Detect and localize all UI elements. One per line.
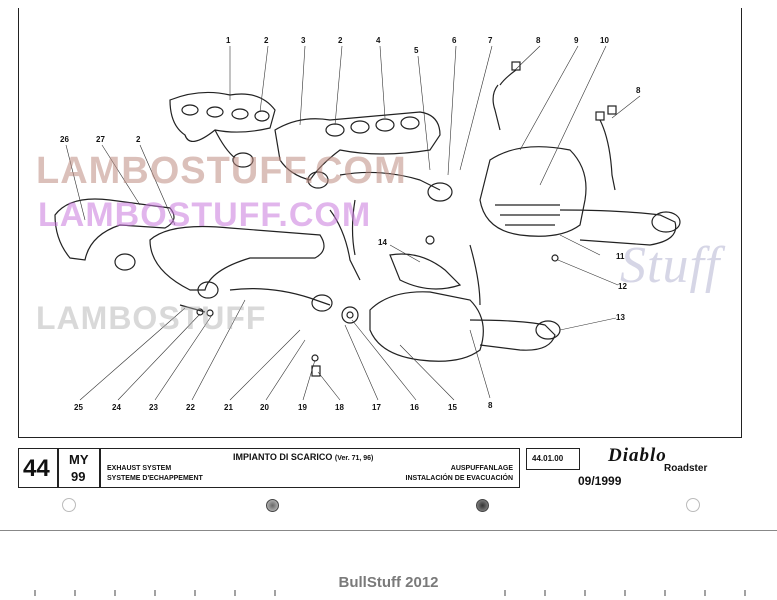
watermark-text: LAMBOSTUFF.COM <box>38 196 372 234</box>
callout: 15 <box>448 403 457 412</box>
footer-credit: BullStuff 2012 <box>338 574 439 591</box>
callout: 27 <box>96 135 105 144</box>
model-year-label: MY <box>69 452 89 467</box>
callout: 22 <box>186 403 195 412</box>
punch-hole <box>686 498 700 512</box>
callout: 8 <box>636 86 641 95</box>
code-box: 44.01.00 <box>526 448 580 470</box>
page-number: 44 <box>23 455 50 482</box>
callout: 17 <box>372 403 381 412</box>
model-year: 99 <box>71 469 86 484</box>
exhaust-system-diagram <box>54 45 681 401</box>
title-italian: IMPIANTO DI SCARICO (Ver. 71, 96) <box>233 452 373 462</box>
callout: 2 <box>338 36 343 45</box>
title-german: AUSPUFFANLAGE <box>450 465 513 472</box>
callout: 11 <box>616 252 625 261</box>
callout: 12 <box>618 282 627 291</box>
punch-hole <box>476 499 489 512</box>
title-spanish: INSTALACIÓN DE EVACUACIÓN <box>405 475 513 482</box>
callout: 23 <box>149 403 158 412</box>
scan-edge-marks <box>34 590 746 596</box>
exhaust-manifold-right <box>274 111 441 181</box>
callout: 2 <box>136 135 141 144</box>
callout: 8 <box>536 36 541 45</box>
brand-sub: Roadster <box>664 463 708 474</box>
callout: 7 <box>488 36 493 45</box>
section-code: 44.01.00 <box>532 454 564 463</box>
exhaust-manifold-left <box>169 91 276 142</box>
model-year-box: MY 99 <box>58 448 100 488</box>
brand-logo: Diablo <box>608 445 667 466</box>
title-french: SYSTEME D'ECHAPPEMENT <box>107 475 203 482</box>
exhaust-pipe-middle <box>149 225 325 291</box>
callout: 9 <box>574 36 579 45</box>
title-english: EXHAUST SYSTEM <box>107 465 172 472</box>
callout: 16 <box>410 403 419 412</box>
divider <box>0 530 777 531</box>
callout: 14 <box>378 238 387 247</box>
title-box: IMPIANTO DI SCARICO (Ver. 71, 96) EXHAUS… <box>100 448 520 488</box>
callout: 6 <box>452 36 457 45</box>
callout: 10 <box>600 36 609 45</box>
title-it: IMPIANTO DI SCARICO <box>233 452 333 462</box>
drawing-frame <box>18 8 742 438</box>
watermark-text: LAMBOSTUFF.COM <box>36 150 407 192</box>
watermark-text: Stuff <box>620 237 721 294</box>
silencer-right <box>479 146 587 237</box>
callout: 8 <box>488 401 493 410</box>
callout: 1 <box>226 36 231 45</box>
callout: 26 <box>60 135 69 144</box>
callout: 20 <box>260 403 269 412</box>
callout: 4 <box>376 36 381 45</box>
punch-hole <box>62 498 76 512</box>
callout: 25 <box>74 403 83 412</box>
callout: 5 <box>414 46 419 55</box>
silencer-centre <box>369 291 484 362</box>
callout: 24 <box>112 403 121 412</box>
callout: 2 <box>264 36 269 45</box>
title-version: (Ver. 71, 96) <box>334 455 374 462</box>
punch-hole <box>266 499 279 512</box>
callout: 3 <box>301 36 306 45</box>
page-number-box: 44 <box>18 448 58 488</box>
date: 09/1999 <box>578 474 622 488</box>
exhaust-pipe-left <box>54 198 175 261</box>
callout: 18 <box>335 403 344 412</box>
watermark-text: LAMBOSTUFF <box>36 300 267 336</box>
callout: 13 <box>616 313 625 322</box>
callout: 19 <box>298 403 307 412</box>
callout: 21 <box>224 403 233 412</box>
